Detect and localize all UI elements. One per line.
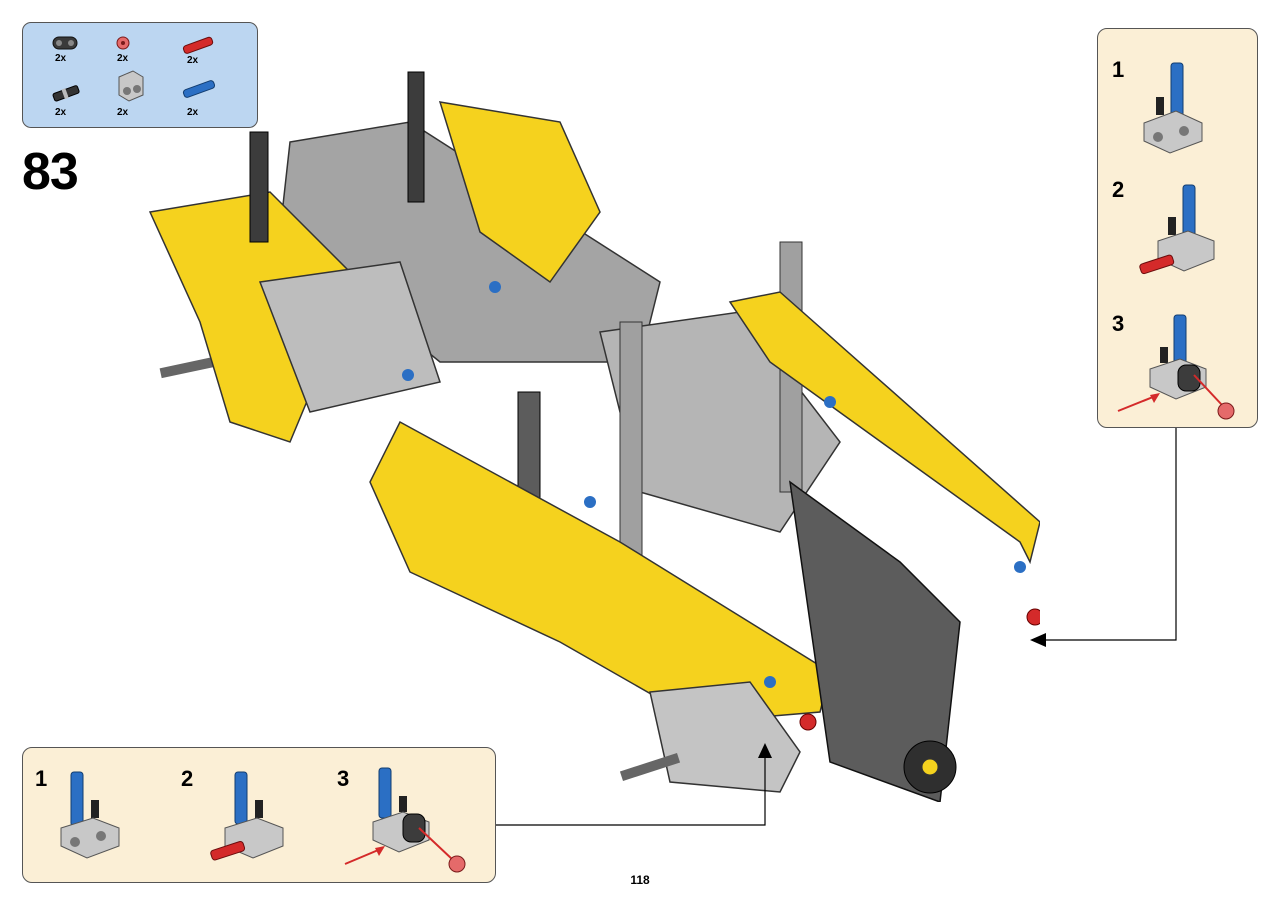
substep-number: 1 xyxy=(1112,57,1125,82)
black-pin-connector-icon xyxy=(52,36,78,50)
yellow-frame-top xyxy=(438,101,601,284)
step-number: 83 xyxy=(22,143,79,201)
substep-number: 3 xyxy=(1112,311,1125,336)
blue-pin xyxy=(764,676,776,688)
part-blue-axle-pin: 2x xyxy=(179,77,219,118)
model-illustration xyxy=(148,71,1040,802)
subassembly-panel-bottom: 1 2 3 xyxy=(22,747,496,883)
connector-with-blue-pin-icon xyxy=(1143,62,1203,154)
front-grey-block xyxy=(649,681,801,793)
grey-double-connector-icon xyxy=(118,70,144,102)
dark-liftarm-1 xyxy=(249,131,269,243)
callout-line-bottom xyxy=(496,748,766,826)
part-qty: 2x xyxy=(117,107,129,118)
callout-line-right xyxy=(1035,428,1177,641)
parts-list-box: 2x 2x 2x 2x 2x 2x xyxy=(22,22,258,128)
part-red-axle-pin: 2x xyxy=(179,35,219,75)
blue-axle-pin-icon xyxy=(182,80,216,98)
blue-pin xyxy=(402,369,414,381)
blue-pin xyxy=(489,281,501,293)
page-number: 118 xyxy=(630,873,650,887)
substep-number: 2 xyxy=(1112,177,1125,202)
substep-number: 1 xyxy=(35,766,48,791)
callout-arrow-right xyxy=(1030,633,1046,647)
substep-number: 3 xyxy=(337,766,350,791)
part-grey-double-connector: 2x xyxy=(113,67,153,118)
yellow-beam-right-long xyxy=(728,291,1040,565)
part-red-bush: 2x xyxy=(109,33,149,73)
connector-with-bushes-icon xyxy=(1117,314,1235,420)
part-qty: 2x xyxy=(187,55,199,66)
substep-number: 2 xyxy=(181,766,194,791)
black-axle-connector-icon xyxy=(52,85,80,102)
blue-pin xyxy=(824,396,836,408)
part-qty: 2x xyxy=(55,53,67,64)
part-qty: 2x xyxy=(117,53,129,64)
red-bush xyxy=(1026,608,1040,626)
red-bush xyxy=(799,713,817,731)
red-bush-icon xyxy=(116,36,130,50)
subassembly-panel-right: 1 2 3 xyxy=(1097,28,1258,428)
connector-with-blue-pin-icon xyxy=(60,771,120,859)
part-qty: 2x xyxy=(187,107,199,118)
connector-with-red-pin-icon xyxy=(210,771,284,861)
grey-beam-stack xyxy=(258,261,441,413)
part-qty: 2x xyxy=(55,107,67,118)
part-black-pin-connector: 2x xyxy=(47,33,87,73)
dark-liftarm-2 xyxy=(407,71,425,203)
red-axle-pin-icon xyxy=(182,36,214,54)
part-black-axle-connector: 2x xyxy=(47,81,87,121)
connector-with-red-pin-icon xyxy=(1139,184,1215,275)
axle-front xyxy=(619,752,681,782)
gear-hub xyxy=(921,758,939,776)
front-dark-beams xyxy=(789,480,961,802)
blue-pin xyxy=(584,496,596,508)
callout-arrow-bottom xyxy=(758,743,772,758)
connector-with-bushes-icon xyxy=(344,767,466,873)
blue-pin xyxy=(1014,561,1026,573)
